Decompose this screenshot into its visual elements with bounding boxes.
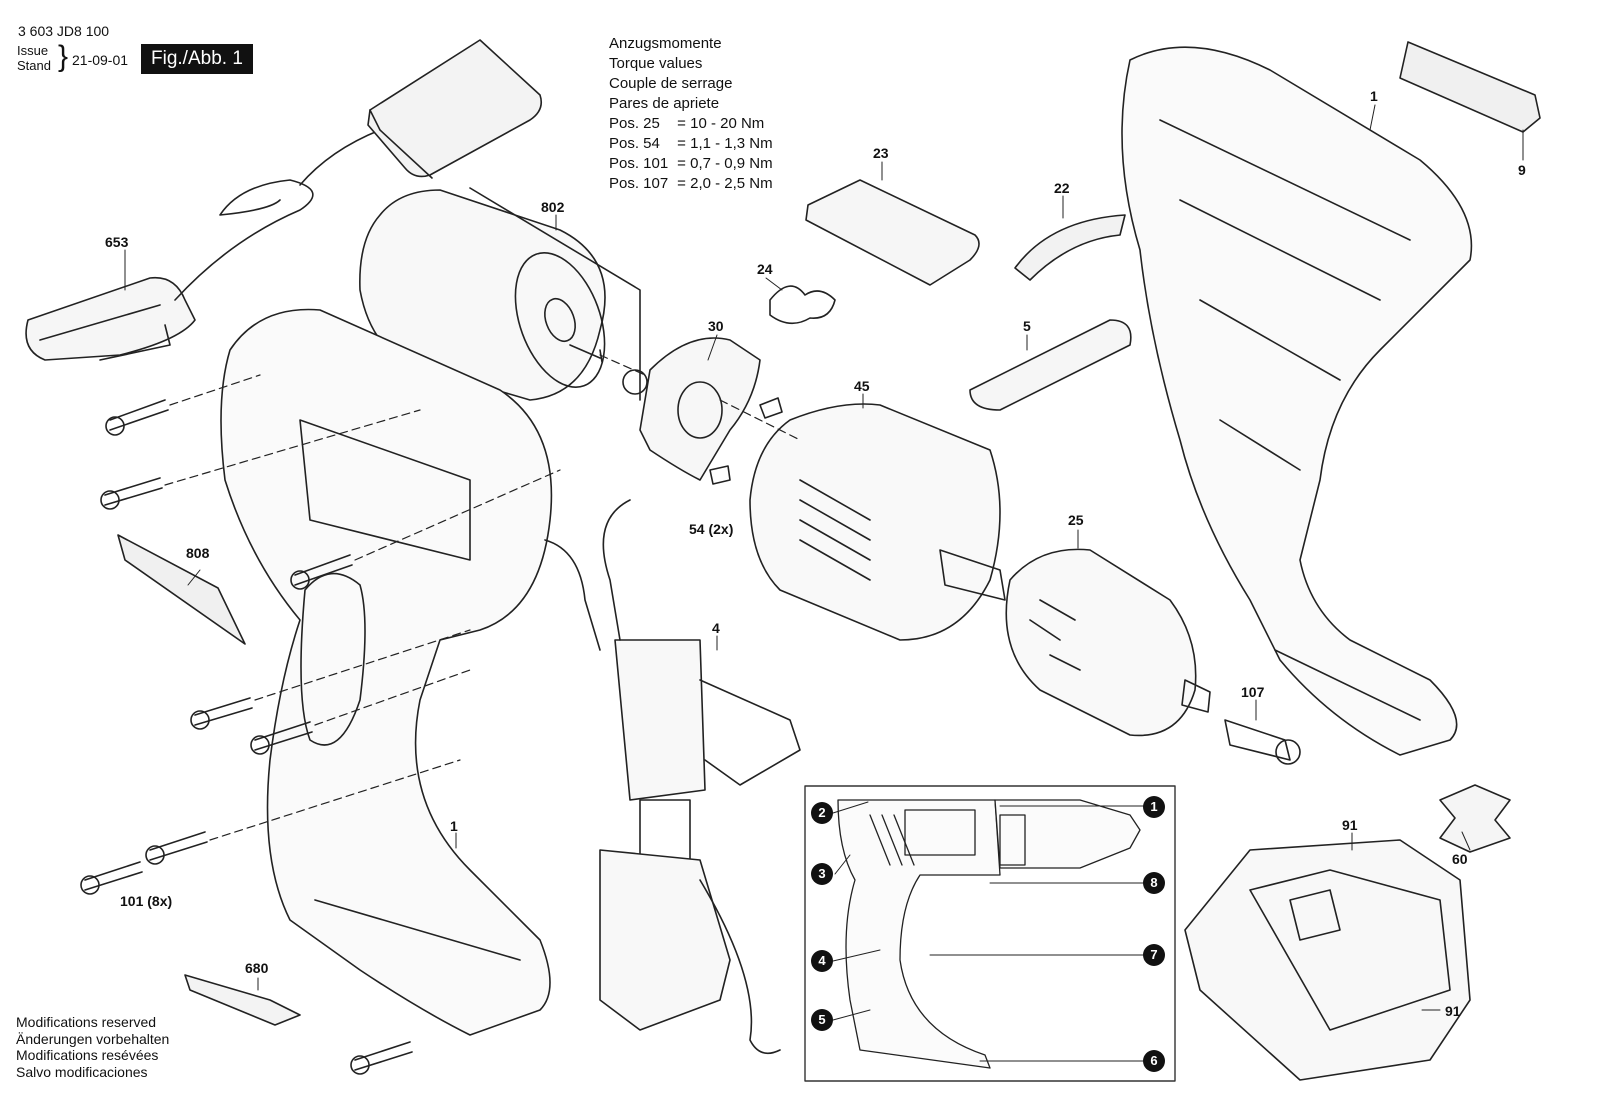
- torque-value: = 1,1 - 1,3 Nm: [677, 135, 773, 152]
- housing-left: [220, 308, 553, 1036]
- torque-value: = 10 - 20 Nm: [677, 115, 765, 132]
- torque-row-25: Pos. 25 = 10 - 20 Nm: [609, 114, 773, 134]
- torque-heading-en: Torque values: [609, 55, 703, 72]
- torque-heading-de: Anzugsmomente: [609, 35, 722, 52]
- inset-number-5: 5: [811, 1009, 833, 1031]
- part-label-45: 45: [854, 378, 870, 394]
- part-label-5: 5: [1023, 318, 1031, 334]
- gearbox-45: [749, 403, 1006, 641]
- slider-23: [805, 179, 980, 286]
- plate-30: [639, 337, 783, 485]
- cover-5: [969, 319, 1132, 411]
- leader-lines: [124, 104, 1524, 1011]
- part-label-54: 54 (2x): [689, 521, 734, 537]
- modifications-en: Modifications reserved: [16, 1014, 157, 1030]
- torque-pos: Pos. 107: [609, 175, 669, 192]
- inset-number-3: 3: [811, 863, 833, 885]
- motor-802: [359, 187, 648, 401]
- inset-number-7: 7: [1143, 944, 1165, 966]
- part-label-1-right: 1: [1370, 88, 1378, 104]
- part-label-23: 23: [873, 145, 889, 161]
- screws-101: [80, 399, 413, 1075]
- part-label-1-left: 1: [450, 818, 458, 834]
- torque-heading-fr: Couple de serrage: [609, 75, 733, 92]
- issue-label: Issue: [17, 43, 49, 58]
- label-9: [1399, 41, 1541, 133]
- issue-date: 21-09-01: [72, 52, 129, 68]
- charger-653: [25, 39, 543, 361]
- chuck-25: [1005, 548, 1211, 737]
- bit-680: [184, 974, 301, 1026]
- modifications-de: Änderungen vorbehalten: [16, 1030, 170, 1047]
- battery-91: [1184, 839, 1471, 1081]
- part-label-25: 25: [1068, 512, 1084, 528]
- part-label-802: 802: [541, 199, 565, 215]
- part-label-91-top: 91: [1342, 817, 1358, 833]
- clip-24: [769, 285, 836, 325]
- part-label-107: 107: [1241, 684, 1265, 700]
- stand-label: Stand: [17, 58, 51, 73]
- inset-drill: [837, 799, 1141, 1069]
- torque-heading-es: Pares de apriete: [609, 95, 720, 112]
- torque-row-54: Pos. 54 = 1,1 - 1,3 Nm: [609, 134, 773, 154]
- modifications-note: Modifications reserved Änderungen vorbeh…: [16, 1014, 169, 1080]
- part-label-101: 101 (8x): [120, 893, 173, 909]
- assembly-lines: [164, 354, 801, 841]
- switch-4: [544, 499, 801, 1055]
- torque-row-101: Pos. 101 = 0,7 - 0,9 Nm: [609, 154, 773, 174]
- inset-number-4: 4: [811, 950, 833, 972]
- torque-table: Anzugsmomente Torque values Couple de se…: [609, 34, 773, 194]
- torque-pos: Pos. 101: [609, 155, 669, 172]
- part-label-680: 680: [245, 960, 269, 976]
- part-label-22: 22: [1054, 180, 1070, 196]
- torque-value: = 0,7 - 0,9 Nm: [677, 155, 773, 172]
- torque-pos: Pos. 54: [609, 135, 660, 152]
- issue-brace: }: [58, 40, 69, 73]
- figure-label: Fig./Abb. 1: [141, 44, 253, 74]
- part-label-60: 60: [1452, 851, 1468, 867]
- torque-pos: Pos. 25: [609, 115, 660, 132]
- part-label-9: 9: [1518, 162, 1526, 178]
- part-label-653: 653: [105, 234, 129, 250]
- housing-right: [1121, 46, 1473, 756]
- part-label-30: 30: [708, 318, 724, 334]
- part-label-24: 24: [757, 261, 773, 277]
- inset-number-6: 6: [1143, 1050, 1165, 1072]
- part-label-91-bottom: 91: [1445, 1003, 1461, 1019]
- part-label-808: 808: [186, 545, 210, 561]
- inset-number-1: 1: [1143, 796, 1165, 818]
- inset-number-2: 2: [811, 802, 833, 824]
- torque-row-107: Pos. 107 = 2,0 - 2,5 Nm: [609, 174, 773, 194]
- modifications-es: Salvo modificaciones: [16, 1063, 148, 1080]
- piece-60: [1439, 784, 1511, 853]
- selector-22: [1014, 214, 1126, 281]
- modifications-fr: Modifications resévées: [16, 1047, 159, 1063]
- document-number: 3 603 JD8 100: [18, 23, 110, 39]
- inset-leaders: [832, 801, 1144, 1062]
- label-808: [117, 534, 246, 645]
- part-label-4: 4: [712, 620, 720, 636]
- screw-107: [1224, 719, 1301, 765]
- torque-value: = 2,0 - 2,5 Nm: [677, 175, 773, 192]
- inset-number-8: 8: [1143, 872, 1165, 894]
